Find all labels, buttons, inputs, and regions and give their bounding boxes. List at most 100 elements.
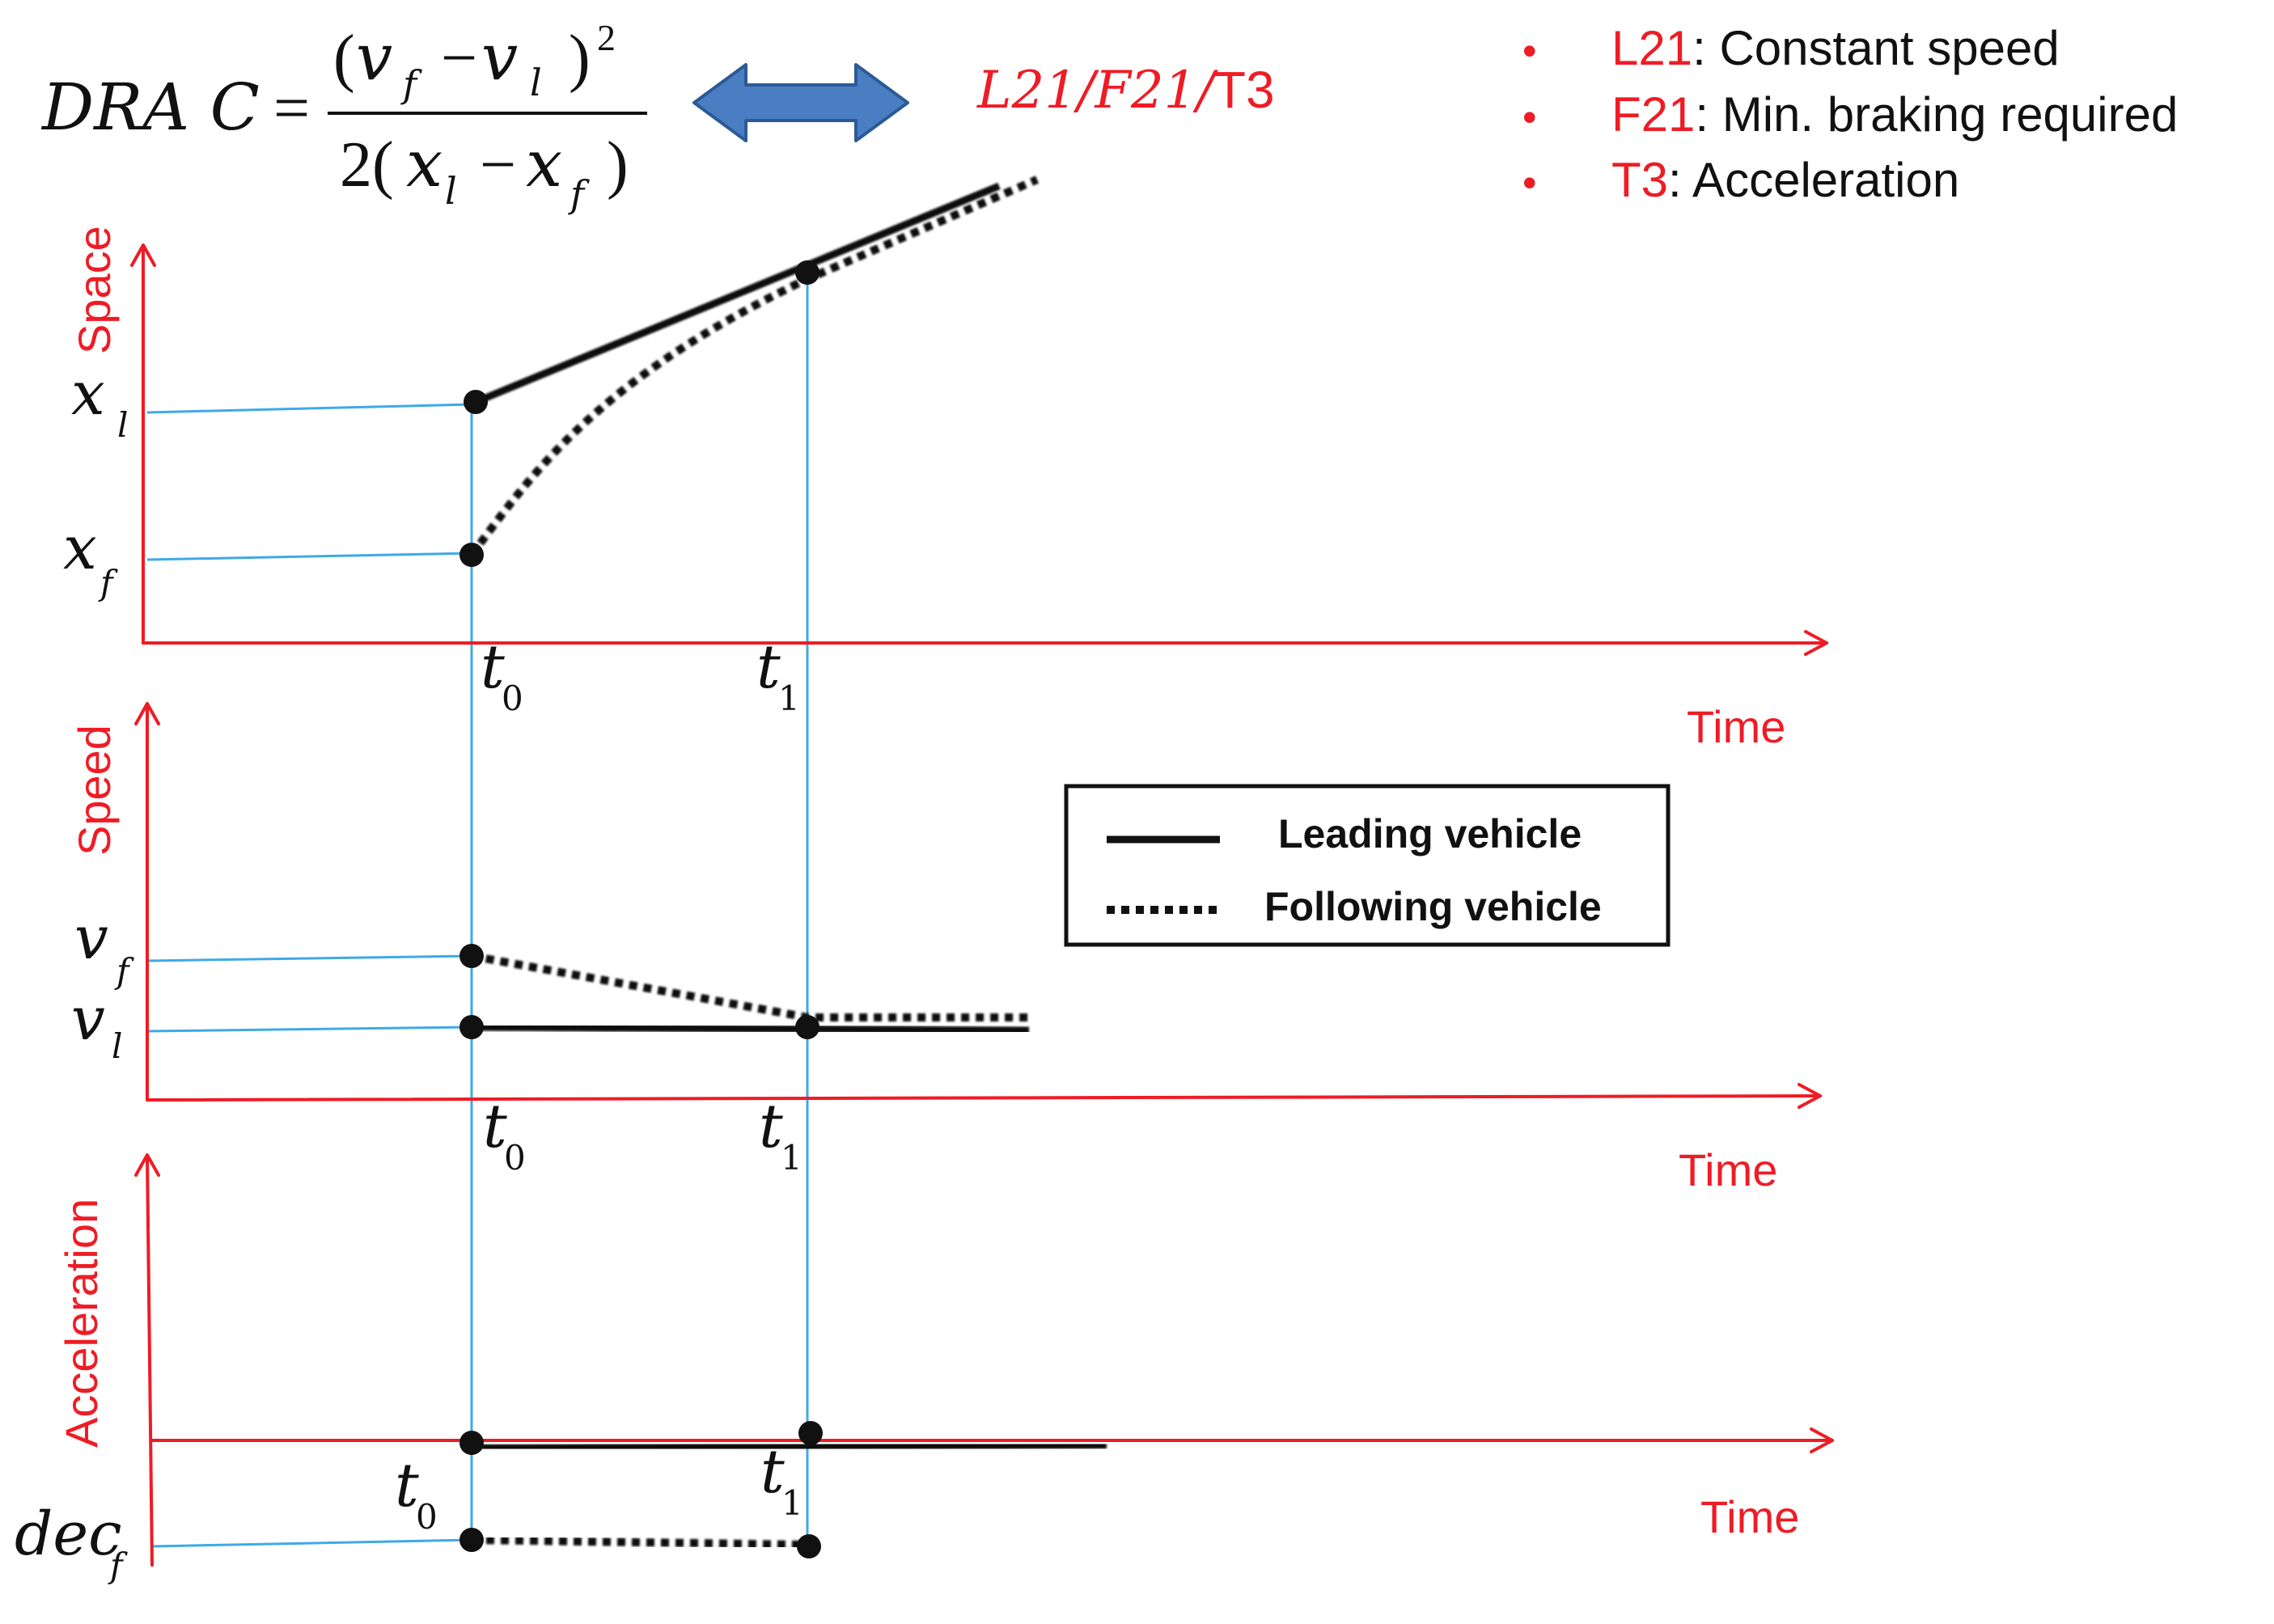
- vf-guide: [146, 954, 472, 962]
- t1-sub: 1: [781, 1138, 802, 1178]
- formula-den-x1: x: [406, 126, 443, 201]
- space-axis-label: Space: [69, 226, 120, 354]
- accel-decf-t0-dot: [459, 1528, 484, 1552]
- dec-f-sub: f: [108, 1546, 128, 1585]
- x-l-symbol: x: [71, 359, 105, 429]
- x-f-symbol: x: [63, 514, 97, 583]
- formula-den-x2-sub: f: [568, 172, 590, 216]
- formula-lhs: DRA C: [40, 70, 260, 145]
- scenario-t: T3: [1214, 61, 1275, 119]
- x-f-sub: f: [98, 563, 118, 603]
- math-symbols: x l x f v f v l dec f t 0 t 1 t 0 t 1 t …: [15, 359, 803, 1585]
- speed-axis-label: Speed: [69, 725, 120, 856]
- note-bullet: •: [1522, 160, 1537, 205]
- leading-vehicle-speed-line: [471, 1023, 1030, 1034]
- time-axis-label: Time: [1679, 1144, 1777, 1195]
- formula-den-x2: x: [526, 126, 562, 201]
- formula-num-exp: 2: [597, 17, 616, 58]
- speed-x-arrowhead: [1798, 1083, 1822, 1109]
- formula-num-open: (: [333, 23, 355, 94]
- t0-symbol: t: [395, 1451, 419, 1520]
- x-l-sub: l: [117, 405, 128, 445]
- note-desc: : Acceleration: [1668, 153, 1959, 207]
- space-panel-curves: [468, 176, 1039, 557]
- formula-num-v1: v: [356, 19, 392, 95]
- guide-lines: [146, 271, 809, 1548]
- formula-den-close: ): [607, 129, 629, 201]
- legend: Leading vehicle Following vehicle: [1064, 784, 1671, 947]
- accel-t1-dot: [798, 1421, 823, 1445]
- vl-guide: [146, 1026, 472, 1033]
- drac-formula: DRA C = ( v f − v l ) 2 2( x l − x f ): [40, 17, 647, 216]
- note-code: F21: [1611, 87, 1695, 142]
- legend-box: [1064, 784, 1671, 947]
- t1-sub: 1: [781, 1483, 803, 1523]
- scenario-slash-1: /: [1073, 61, 1099, 121]
- speed-vl-dot: [459, 1015, 484, 1039]
- formula-den-two: 2(: [340, 129, 394, 201]
- space-y-arrowhead: [130, 243, 156, 267]
- formula-num-close: ): [569, 23, 591, 94]
- scenario-label: L21/F21/T3: [976, 61, 1275, 121]
- t0-symbol: t: [481, 632, 505, 702]
- accel-axis-label: Acceleration: [56, 1199, 107, 1448]
- scenario-f: F21: [1095, 61, 1197, 121]
- note-code: L21: [1611, 21, 1692, 75]
- legend-following-label: Following vehicle: [1264, 884, 1602, 929]
- formula-num-v2: v: [481, 19, 518, 95]
- time-axis-label: Time: [1700, 1491, 1799, 1542]
- space-xf-dot: [459, 543, 484, 567]
- speed-t1-dot: [795, 1015, 819, 1039]
- formula-den-minus: −: [480, 129, 516, 201]
- note-bullet: •: [1522, 28, 1537, 74]
- xf-guide: [146, 552, 472, 561]
- note-code: T3: [1611, 153, 1668, 207]
- note-desc: : Constant speed: [1692, 21, 2060, 75]
- t1-symbol: t: [759, 1092, 783, 1161]
- speed-panel-curves: [471, 952, 1031, 1034]
- note-f21: F21: Min. braking required: [1611, 87, 2178, 142]
- scenario-l: L21: [976, 61, 1078, 121]
- t0-symbol: t: [483, 1092, 507, 1161]
- following-vehicle-accel-line-before: [471, 1536, 808, 1549]
- t1-symbol: t: [756, 632, 781, 702]
- following-vehicle-speed-line: [471, 952, 1031, 1021]
- note-t3: T3: Acceleration: [1611, 153, 1959, 207]
- t1-sub: 1: [778, 679, 800, 718]
- leading-vehicle-space-line: [474, 182, 1001, 406]
- scenario-slash-2: /: [1192, 61, 1218, 121]
- v-f-symbol: v: [74, 903, 108, 973]
- v-l-symbol: v: [71, 984, 105, 1054]
- axes: [130, 243, 1834, 1567]
- marker-dots: [459, 260, 823, 1558]
- time-axis-label: Time: [1687, 701, 1785, 752]
- accel-y-axis: [146, 1155, 154, 1567]
- t0-sub: 0: [416, 1497, 438, 1537]
- formula-equals: =: [273, 73, 310, 144]
- space-xl-dot: [464, 390, 488, 414]
- decf-guide: [151, 1538, 472, 1548]
- legend-leading-label: Leading vehicle: [1278, 811, 1582, 856]
- accel-x-arrowhead: [1810, 1427, 1834, 1453]
- formula-den-x1-sub: l: [445, 169, 457, 213]
- formula-num-minus: −: [441, 23, 477, 94]
- space-t1-dot: [795, 260, 819, 285]
- formula-num-v2-sub: l: [530, 61, 542, 104]
- axis-labels: Space Speed Acceleration Time Time Time: [56, 226, 1799, 1542]
- double-arrow-icon: [692, 63, 909, 142]
- t0-sub: 0: [504, 1138, 526, 1178]
- speed-x-axis: [146, 1094, 1822, 1102]
- following-vehicle-space-curve: [468, 176, 1039, 557]
- leading-vehicle-accel-line: [471, 1441, 1107, 1452]
- xl-guide: [146, 403, 472, 414]
- space-x-arrowhead: [1804, 630, 1828, 656]
- speed-vf-dot: [459, 944, 484, 968]
- accel-t0-dot: [459, 1431, 484, 1455]
- formula-num-v1-sub: f: [400, 62, 422, 106]
- note-bullet: •: [1522, 95, 1537, 140]
- t0-sub: 0: [502, 679, 523, 718]
- note-l21: L21: Constant speed: [1611, 21, 2060, 75]
- note-desc: : Min. braking required: [1695, 87, 2178, 142]
- accel-y-arrowhead: [134, 1153, 160, 1177]
